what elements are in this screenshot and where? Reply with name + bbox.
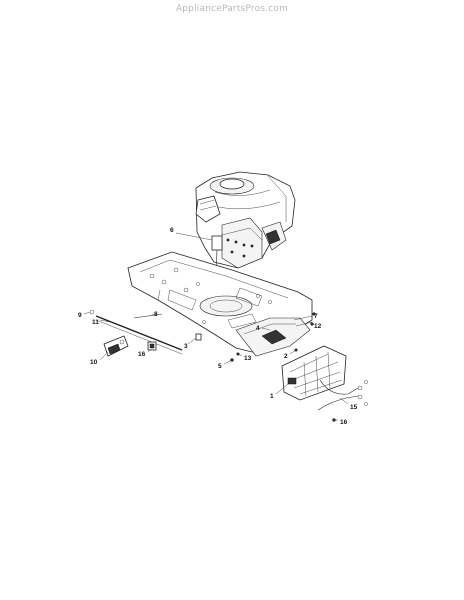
callout-10: 10 [90, 359, 98, 366]
callout-9: 9 [78, 312, 82, 319]
callout-labels: 6 12 7 9 8 11 3 4 16 2 10 5 13 1 15 16 [78, 227, 358, 426]
callout-7: 7 [314, 313, 318, 320]
callout-12: 12 [314, 323, 322, 330]
callout-11: 11 [92, 319, 99, 326]
part-9-nut [89, 309, 95, 315]
part-11-shaft [95, 315, 183, 355]
chassis-frame [127, 251, 313, 357]
part-12-bolt [312, 312, 316, 316]
callout-1: 1 [270, 393, 274, 400]
leader-lines [83, 232, 349, 421]
callout-15: 15 [350, 404, 358, 411]
callout-6: 6 [170, 227, 174, 234]
part-7-bolt [310, 322, 314, 326]
part-15-rods [317, 379, 368, 411]
callout-13: 13 [244, 355, 252, 362]
callout-16-right: 16 [340, 419, 348, 426]
watermark-text: AppliancePartsPros.com [175, 4, 289, 14]
part-8-pin [133, 313, 163, 319]
callout-8: 8 [154, 311, 158, 318]
callout-5: 5 [218, 363, 222, 370]
front-grille [281, 345, 347, 401]
callout-3: 3 [184, 343, 188, 350]
callout-2: 2 [284, 353, 288, 360]
engine [195, 171, 296, 277]
part-10-bracket [103, 335, 129, 357]
callout-4: 4 [256, 325, 260, 332]
part-16-bushing [147, 341, 157, 351]
part-3-spacer [195, 333, 202, 341]
callout-16-left: 16 [138, 351, 146, 358]
